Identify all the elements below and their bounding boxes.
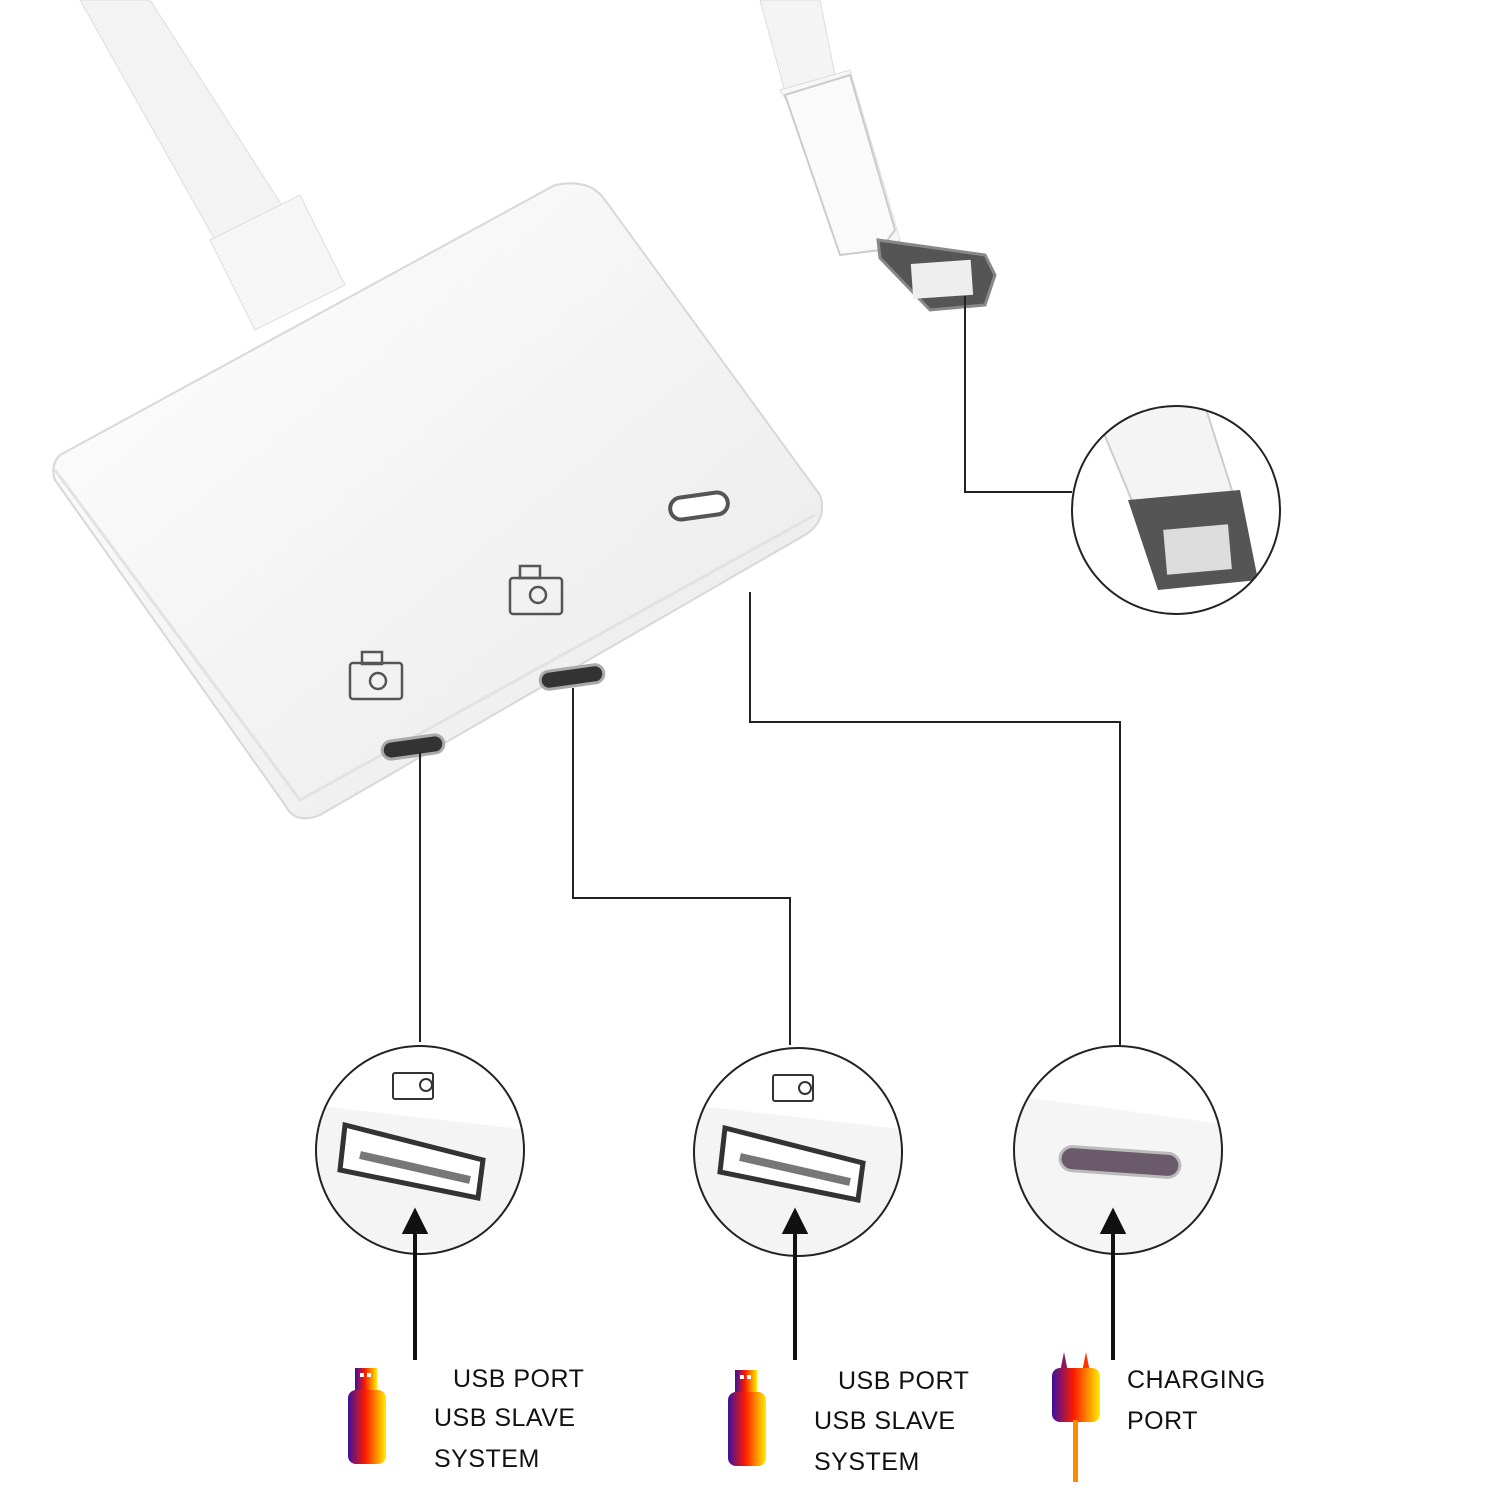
lightning-port <box>668 490 730 522</box>
usb-port-1-closeup <box>315 1045 525 1255</box>
port3-label-line2: PORT <box>1127 1407 1198 1435</box>
charging-port-closeup <box>1013 1045 1223 1255</box>
port2-label-line1: USB PORT <box>838 1367 970 1395</box>
power-plug-icon <box>1052 1352 1100 1482</box>
adapter-cable <box>79 0 346 331</box>
port1-label-line3: SYSTEM <box>434 1445 540 1473</box>
usb-port-2-closeup <box>693 1047 903 1257</box>
usb-flash-drive-icon <box>348 1368 386 1464</box>
camera-icon <box>348 564 564 701</box>
port1-label-line1: USB PORT <box>453 1365 585 1393</box>
leader-lines <box>419 296 1121 1045</box>
usb-port-2 <box>538 663 606 691</box>
usb-flash-drive-icon <box>728 1370 766 1466</box>
adapter-body <box>52 182 824 820</box>
lightning-closeup <box>1071 405 1281 615</box>
port3-label-line1: CHARGING <box>1127 1366 1266 1394</box>
usb-port-1 <box>380 733 446 761</box>
lightning-connector <box>759 0 997 312</box>
port1-label-line2: USB SLAVE <box>434 1404 576 1432</box>
port2-label-line2: USB SLAVE <box>814 1407 956 1435</box>
arrows <box>401 1207 1127 1360</box>
port2-label-line3: SYSTEM <box>814 1448 920 1476</box>
